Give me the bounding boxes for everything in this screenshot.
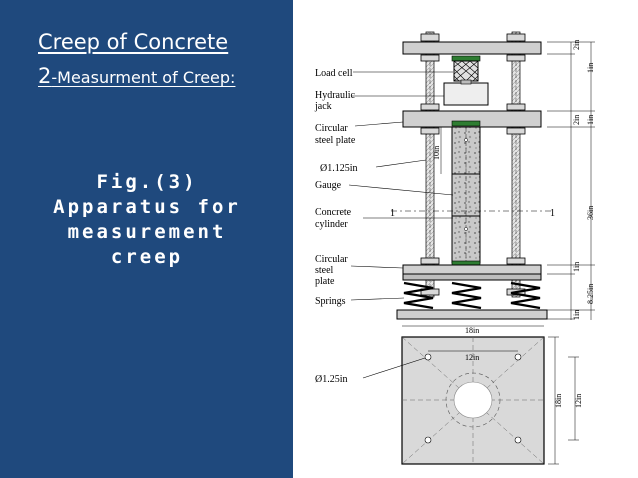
load-cell xyxy=(451,55,481,82)
leader-lines xyxy=(348,71,454,379)
dim-1in-mid: 1in xyxy=(586,115,595,125)
dim-1in-bottom: 1in xyxy=(572,310,581,320)
label-gauge: Gauge xyxy=(315,180,342,191)
dim-36in: 36in xyxy=(586,206,595,220)
figure-caption: Fig.(3) Apparatus for measurement creep xyxy=(6,170,288,270)
dim-10in: 10in xyxy=(432,146,441,160)
label-circular-plate-top-2: steel plate xyxy=(315,135,356,146)
label-concrete-cylinder-2: cylinder xyxy=(315,219,348,230)
dimension-lines xyxy=(402,41,595,465)
label-springs: Springs xyxy=(315,296,346,307)
label-circular-plate-top-1: Circular xyxy=(315,123,348,134)
caption-line-1: Fig.(3) xyxy=(96,171,198,193)
apparatus-drawing: 1 1 Load cell Hydraulic jack xyxy=(314,31,595,465)
dim-1in-top: 1in xyxy=(586,63,595,73)
top-steel-plate xyxy=(402,41,542,55)
hydraulic-jack xyxy=(443,79,489,106)
label-hole-diameter: Ø1.25in xyxy=(315,374,348,385)
dim-12in-vertical: 12in xyxy=(574,394,583,408)
springs xyxy=(403,281,541,310)
label-concrete-cylinder-1: Concrete xyxy=(315,207,352,218)
dim-2in-top: 2in xyxy=(572,40,581,50)
spring-top-plate xyxy=(402,273,542,281)
upper-seat xyxy=(451,120,481,127)
caption-line-3: measurement xyxy=(67,221,227,243)
creep-apparatus-figure: 1 1 Load cell Hydraulic jack xyxy=(293,0,638,478)
section-mark-right: 1 xyxy=(550,208,555,219)
label-circular-plate-bottom-1: Circular xyxy=(315,254,348,265)
dim-1in-low: 1in xyxy=(572,262,581,272)
threaded-rods xyxy=(425,31,521,298)
concrete-cylinders xyxy=(451,126,481,267)
section-mark-left: 1 xyxy=(390,208,395,219)
subtitle-number: 2 xyxy=(38,64,52,88)
dim-2in-mid: 2in xyxy=(572,115,581,125)
slide-title: Creep of Concrete xyxy=(38,30,229,54)
label-load-cell: Load cell xyxy=(315,68,353,79)
subtitle-text: -Measurment of Creep: xyxy=(51,68,236,87)
label-hydraulic-jack-1: Hydraulic xyxy=(315,90,356,101)
slide-left-panel: Creep of Concrete 2-Measurment of Creep:… xyxy=(0,0,293,478)
dim-12in-horizontal: 12in xyxy=(465,353,479,362)
dim-18in-horizontal: 18in xyxy=(465,326,479,335)
slide-subtitle: 2-Measurment of Creep: xyxy=(38,64,235,88)
label-hydraulic-jack-2: jack xyxy=(314,101,332,112)
lower-circular-plate xyxy=(402,264,542,275)
label-circular-plate-bottom-3: plate xyxy=(315,276,335,287)
plan-view xyxy=(401,336,545,465)
label-circular-plate-bottom-2: steel xyxy=(315,265,334,276)
caption-line-2: Apparatus for xyxy=(53,196,241,218)
caption-line-4: creep xyxy=(110,246,184,268)
dim-8-25in: 8.25in xyxy=(586,284,595,304)
base-plate xyxy=(396,309,548,320)
label-rod-diameter: Ø1.125in xyxy=(320,163,358,174)
dim-18in-vertical: 18in xyxy=(554,394,563,408)
